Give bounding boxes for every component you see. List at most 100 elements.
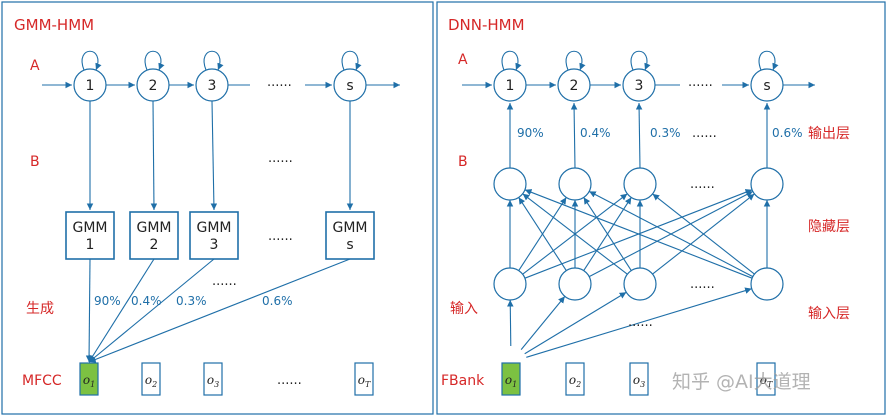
right-observation-t-sub: T xyxy=(767,380,773,389)
left-emission-pct-s: 0.6% xyxy=(262,294,293,308)
left-gmm-box-1-title: GMM xyxy=(72,220,107,236)
right-observation-1-base: o xyxy=(505,373,512,387)
right-hidden-connection-4-3 xyxy=(652,193,755,275)
left-gmm-ellipsis: ...... xyxy=(268,229,293,244)
svg-text:oT: oT xyxy=(760,373,773,389)
left-state-to-gmm-3 xyxy=(210,100,218,211)
svg-text:o3: o3 xyxy=(633,373,645,389)
left-observation-1-sub: 1 xyxy=(90,380,95,389)
left-emission-pct-3: 0.3% xyxy=(176,294,207,308)
left-gmm-to-observation-1 xyxy=(85,258,93,363)
right-observation-to-input-4 xyxy=(526,287,752,358)
left-gmm-box-2-id: 2 xyxy=(150,237,159,253)
left-emission-ellipsis: ...... xyxy=(212,274,237,289)
left-gmm-box-s: GMM s xyxy=(325,211,375,260)
right-hidden-layer-label: 隐藏层 xyxy=(808,219,850,235)
right-observation-3: o3 xyxy=(629,362,649,396)
left-observation-3: o3 xyxy=(203,362,223,396)
right-observation-3-sub: 3 xyxy=(640,380,645,389)
right-output-pct-2: 0.4% xyxy=(580,126,611,140)
right-observation-to-input-3 xyxy=(524,291,627,355)
right-state-ellipsis: ...... xyxy=(688,75,713,90)
left-row-label-a: A xyxy=(30,58,40,74)
left-self-loop-3 xyxy=(203,50,224,71)
right-output-to-state-3 xyxy=(635,102,643,169)
left-gmm-box-s-title: GMM xyxy=(332,220,367,236)
right-hidden-connection-3-2 xyxy=(583,197,632,271)
right-panel-frame xyxy=(436,1,886,415)
left-state-3-label: 3 xyxy=(208,78,217,94)
right-observation-2-base: o xyxy=(569,373,576,387)
right-row-label-input: 输入 xyxy=(450,301,478,317)
right-observation-2: o2 xyxy=(565,362,585,396)
left-observation-2-sub: 2 xyxy=(151,380,157,389)
left-gmm-to-observation-4 xyxy=(88,258,351,363)
right-output-neuron-ellipsis: ...... xyxy=(690,177,715,192)
right-output-pct-3: 0.3% xyxy=(650,126,681,140)
right-output-neuron-2 xyxy=(558,167,592,201)
right-input-layer-label: 输入层 xyxy=(808,306,850,322)
svg-text:o1: o1 xyxy=(83,373,95,389)
right-row-label-fbank: FBank xyxy=(441,373,485,389)
right-title: DNN-HMM xyxy=(448,16,525,34)
left-row-label-b: B xyxy=(30,154,40,170)
right-observation-1: o1 xyxy=(501,362,521,396)
right-output-neuron-1 xyxy=(493,167,527,201)
right-output-pct-s: 0.6% xyxy=(772,126,803,140)
right-state-s: s xyxy=(750,68,784,102)
left-row-label-generate: 生成 xyxy=(26,301,54,317)
right-input-neuron-2 xyxy=(558,267,592,301)
right-hidden-connection-2-1 xyxy=(518,197,567,271)
left-self-loop-s xyxy=(341,50,362,71)
left-title: GMM-HMM xyxy=(14,16,94,34)
left-observation-t-base: o xyxy=(358,373,365,387)
left-gmm-box-2-title: GMM xyxy=(136,220,171,236)
right-observation-1-sub: 1 xyxy=(512,380,517,389)
left-state-s-label: s xyxy=(346,78,353,94)
right-observation-to-input-1 xyxy=(506,299,514,347)
left-gmm-box-3: GMM 3 xyxy=(189,211,239,260)
right-output-pct-1: 90% xyxy=(517,126,544,140)
connection-lines xyxy=(42,50,815,363)
right-output-layer-label: 输出层 xyxy=(808,126,850,142)
left-state-ellipsis: ...... xyxy=(267,75,292,90)
right-state-2-label: 2 xyxy=(570,78,579,94)
right-state-3: 3 xyxy=(622,68,656,102)
right-self-loop-s xyxy=(758,50,779,71)
right-input-neuron-s xyxy=(750,267,784,301)
watermark: 知乎 @AI大道理 xyxy=(672,371,811,393)
left-observation-1: o1 xyxy=(79,362,99,396)
right-self-loop-2 xyxy=(565,50,586,71)
right-hidden-connection-3-1 xyxy=(522,193,628,275)
left-observation-2-base: o xyxy=(145,373,152,387)
left-state-1: 1 xyxy=(73,68,107,102)
right-observation-t-base: o xyxy=(760,373,767,387)
right-hidden-connection-4-2 xyxy=(588,190,754,278)
svg-text:oT: oT xyxy=(358,373,371,389)
left-state-to-gmm-2 xyxy=(150,100,158,211)
left-gmm-box-3-title: GMM xyxy=(196,220,231,236)
right-input-neuron-ellipsis: ...... xyxy=(690,277,715,292)
right-self-loop-3 xyxy=(630,50,651,71)
left-gmm-to-observation-3 xyxy=(88,258,215,363)
left-state-2: 2 xyxy=(136,68,170,102)
left-gmm-box-1: GMM 1 xyxy=(65,211,115,260)
left-observation-t-sub: T xyxy=(365,380,371,389)
right-row-label-a: A xyxy=(458,52,468,68)
svg-text:o2: o2 xyxy=(569,373,581,389)
right-row-label-b: B xyxy=(458,154,468,170)
right-state-3-label: 3 xyxy=(635,78,644,94)
right-output-neuron-3 xyxy=(623,167,657,201)
right-observation-3-base: o xyxy=(633,373,640,387)
left-emission-pct-1: 90% xyxy=(94,294,121,308)
right-observation-2-sub: 2 xyxy=(575,380,581,389)
svg-text:o1: o1 xyxy=(505,373,517,389)
right-input-neuron-3 xyxy=(623,267,657,301)
left-emission-pct-2: 0.4% xyxy=(131,294,162,308)
right-hidden-connection-4-1 xyxy=(524,189,753,279)
left-gmm-box-s-id: s xyxy=(346,237,353,253)
left-gmm-to-observation-2 xyxy=(88,258,155,363)
right-state-1: 1 xyxy=(493,68,527,102)
left-b-ellipsis: ...... xyxy=(268,151,293,166)
